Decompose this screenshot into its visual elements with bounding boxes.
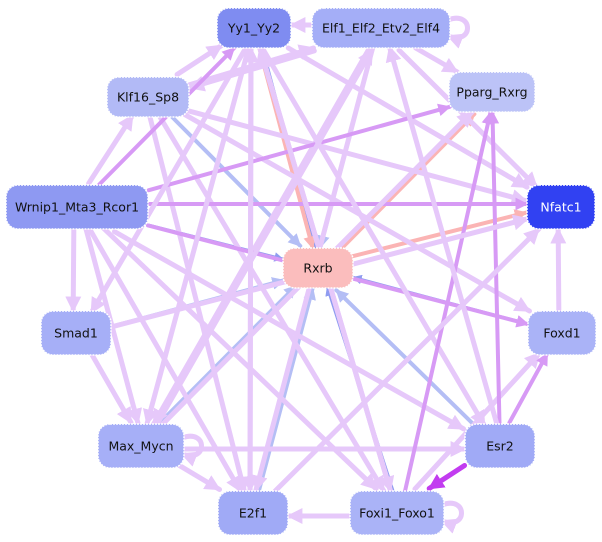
edge-foxi1-foxo1-to-foxd1 [412, 350, 543, 492]
node-rxrb[interactable]: Rxrb [282, 247, 354, 289]
edge-elf1-elf2-etv2-elf4-to-pparg-rxrg [413, 45, 460, 75]
edge-wrnip1-mta3-rcor1-to-pparg-rxrg [146, 103, 452, 193]
node-nfatc1[interactable]: Nfatc1 [526, 184, 596, 230]
edge-smad1-to-max-mycn [88, 351, 134, 426]
edge-elf1-elf2-etv2-elf4-to-max-mycn [151, 45, 373, 427]
node-box [464, 423, 536, 469]
edge-max-mycn-to-elf1-elf2-etv2-elf4 [153, 46, 375, 428]
edge-max-mycn-to-max-mycn [179, 433, 204, 467]
node-label: E2f1 [239, 506, 267, 521]
node-label: Yy1_Yy2 [227, 21, 280, 36]
edge-yy1-yy2-to-smad1 [88, 47, 248, 316]
edge-elf1-elf2-etv2-elf4-to-elf1-elf2-etv2-elf4 [445, 15, 470, 49]
node-box [97, 423, 185, 469]
node-box [526, 184, 596, 230]
node-box [5, 184, 149, 230]
edge-e2f1-to-rxrb [256, 286, 316, 493]
node-smad1[interactable]: Smad1 [40, 310, 112, 356]
edge-klf16-sp8-to-foxi1-foxo1 [157, 114, 387, 494]
node-label: Wrnip1_Mta3_Rcor1 [15, 200, 139, 215]
edge-e2f1-to-yy1-yy2 [242, 45, 259, 494]
edge-foxd1-to-nfatc1 [550, 226, 567, 314]
node-box [527, 310, 597, 356]
node-yy1-yy2[interactable]: Yy1_Yy2 [216, 7, 292, 49]
node-foxd1[interactable]: Foxd1 [527, 310, 597, 356]
node-max-mycn[interactable]: Max_Mycn [97, 423, 185, 469]
node-label: Elf1_Elf2_Etv2_Elf4 [322, 21, 440, 36]
node-label: Pparg_Rxrg [456, 85, 527, 100]
node-klf16-sp8[interactable]: Klf16_Sp8 [106, 76, 190, 118]
node-box [448, 71, 536, 113]
node-pparg-rxrg[interactable]: Pparg_Rxrg [448, 71, 536, 113]
edge-yy1-yy2-to-esr2 [260, 47, 487, 429]
node-label: Foxi1_Foxo1 [359, 506, 435, 521]
edge-wrnip1-mta3-rcor1-to-esr2 [111, 229, 467, 432]
edge-wrnip1-mta3-rcor1-to-smad1 [65, 226, 82, 314]
node-box [282, 247, 354, 289]
node-box [217, 490, 289, 536]
node-label: Foxd1 [543, 326, 580, 341]
edge-klf16-sp8-to-yy1-yy2 [174, 42, 225, 77]
edge-rxrb-to-pparg-rxrg [337, 112, 477, 253]
node-esr2[interactable]: Esr2 [464, 423, 536, 469]
edge-esr2-to-pparg-rxrg [486, 110, 502, 426]
edge-foxi1-foxo1-to-foxi1-foxo1 [439, 500, 464, 534]
node-label: Nfatc1 [540, 200, 581, 215]
node-foxi1-foxo1[interactable]: Foxi1_Foxo1 [349, 490, 445, 536]
edge-esr2-to-foxi1-foxo1 [426, 462, 468, 491]
edge-klf16-sp8-to-nfatc1 [185, 108, 529, 205]
edge-e2f1-to-nfatc1 [272, 226, 542, 494]
edge-wrnip1-mta3-rcor1-to-foxi1-foxo1 [99, 224, 379, 492]
node-box [311, 7, 451, 49]
node-box [216, 7, 292, 49]
node-label: Esr2 [486, 439, 514, 454]
node-box [349, 490, 445, 536]
edge-esr2-to-foxd1 [507, 351, 550, 425]
node-box [40, 310, 112, 356]
node-label: Klf16_Sp8 [117, 90, 179, 105]
node-e2f1[interactable]: E2f1 [217, 490, 289, 536]
node-wrnip1-mta3-rcor1[interactable]: Wrnip1_Mta3_Rcor1 [5, 184, 149, 230]
edge-max-mycn-to-e2f1 [176, 462, 223, 492]
node-label: Rxrb [303, 261, 332, 276]
node-label: Smad1 [54, 326, 98, 341]
node-label: Max_Mycn [108, 439, 173, 454]
edge-esr2-to-elf1-elf2-etv2-elf4 [385, 44, 500, 426]
edge-wrnip1-mta3-rcor1-to-klf16-sp8 [86, 112, 136, 186]
node-box [106, 76, 190, 118]
edge-foxi1-foxo1-to-pparg-rxrg [402, 110, 495, 494]
node-elf1-elf2-etv2-elf4[interactable]: Elf1_Elf2_Etv2_Elf4 [311, 7, 451, 49]
edge-yy1-yy2-to-max-mycn [142, 45, 252, 427]
edges-layer [65, 15, 567, 534]
